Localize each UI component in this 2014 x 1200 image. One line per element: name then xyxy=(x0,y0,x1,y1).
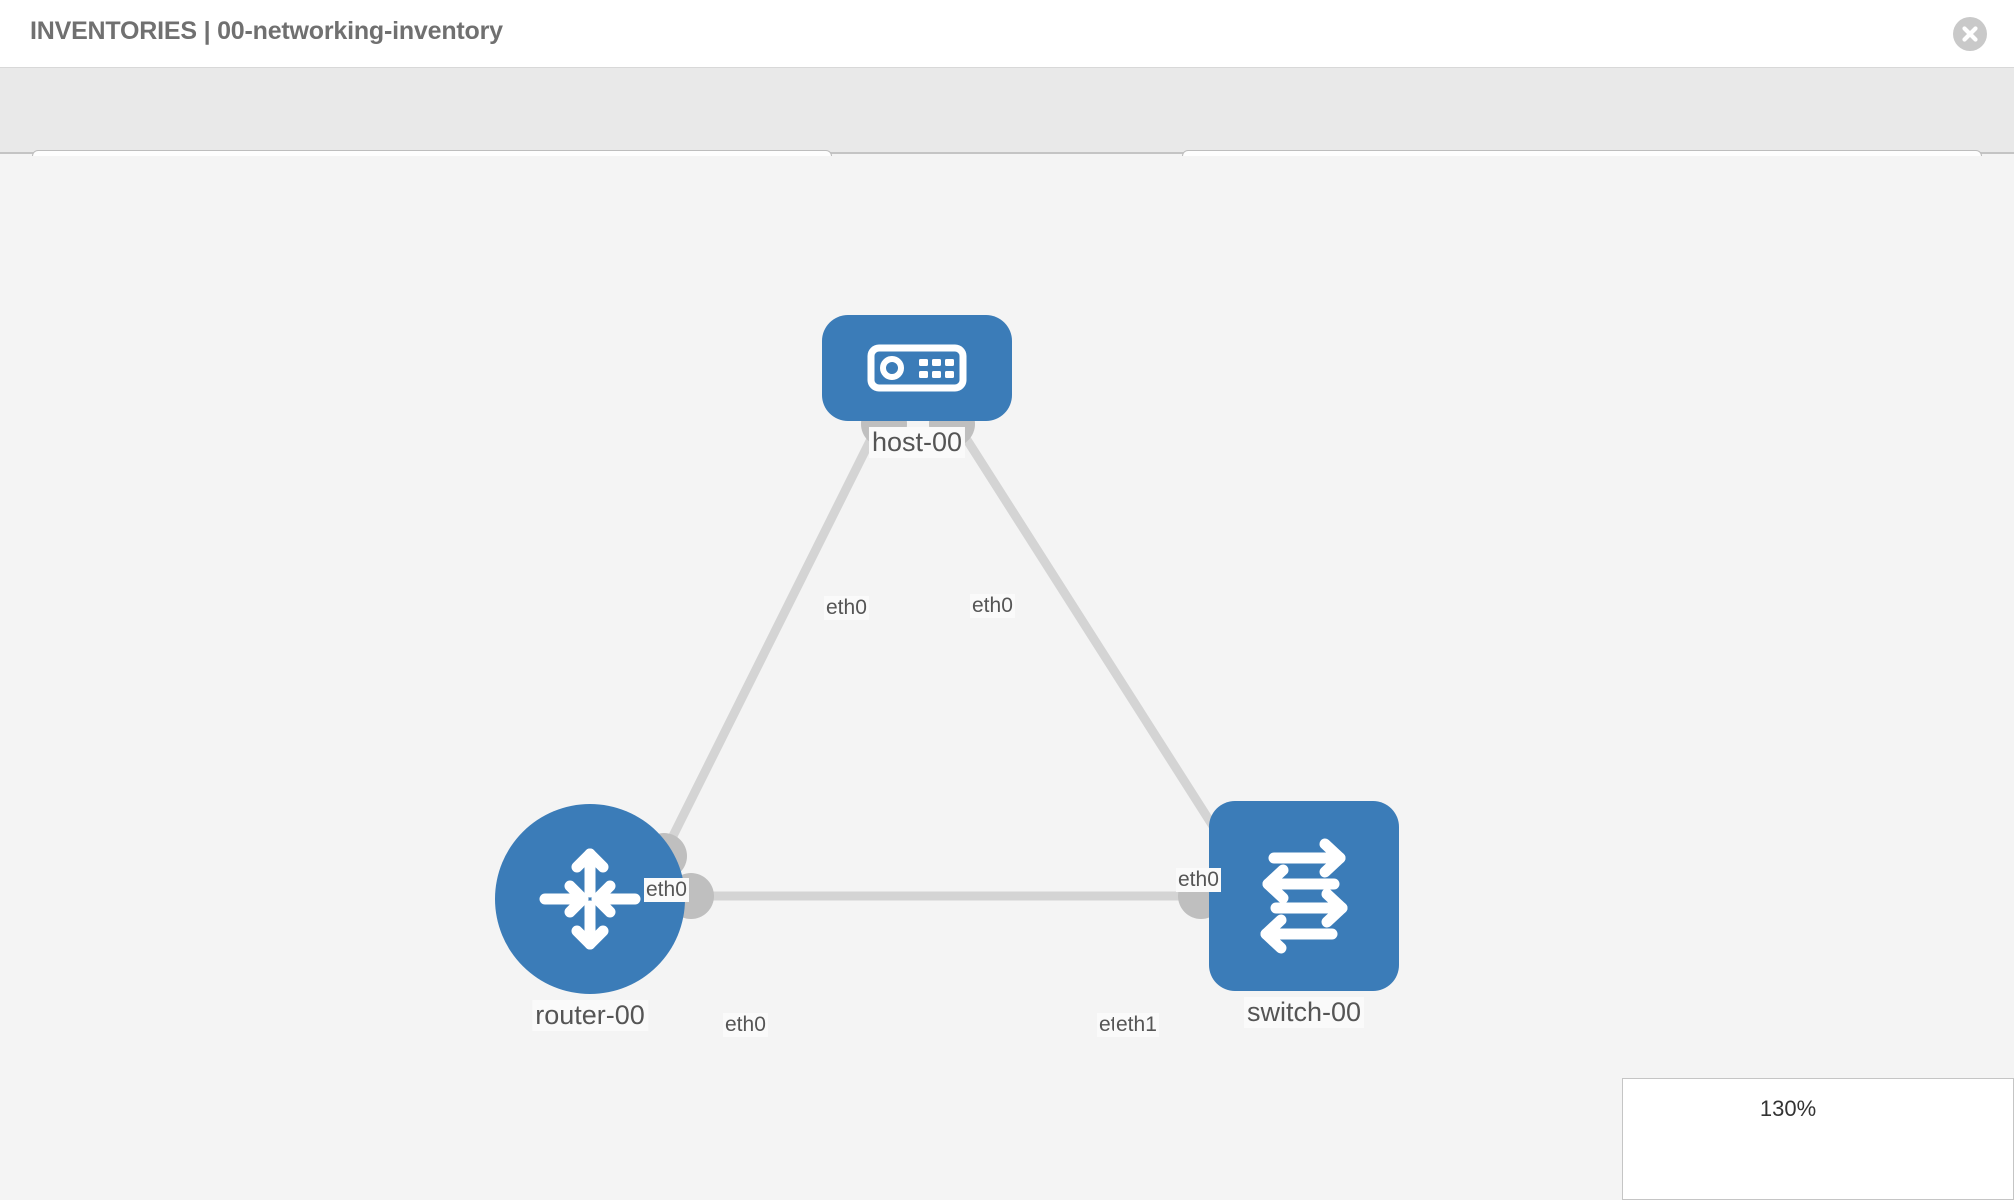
node-host-00-shape xyxy=(822,315,1012,421)
topology-canvas[interactable]: host-00 xyxy=(0,156,2014,1200)
edge-label-host-eth0-left: eth0 xyxy=(824,596,869,620)
edge-connectors xyxy=(641,401,1255,919)
node-switch-00-label: switch-00 xyxy=(1243,997,1365,1028)
node-switch-00-shape xyxy=(1209,801,1399,991)
node-host-00[interactable]: host-00 xyxy=(822,315,1012,458)
edge-label-router-uplink-eth0: eth0 xyxy=(644,878,689,902)
topology-edges xyxy=(641,401,1255,919)
edge-label-host-eth0-right: eth0 xyxy=(970,594,1015,618)
zoom-level-label: 130% xyxy=(1759,1096,1817,1121)
page-title: INVENTORIES | 00-networking-inventory xyxy=(30,17,503,45)
page-header: INVENTORIES | 00-networking-inventory xyxy=(0,0,2014,68)
node-host-00-label: host-00 xyxy=(868,427,966,458)
edge-lines xyxy=(655,418,1236,901)
toolbar: ACTIONS SEARCH xyxy=(0,68,2014,201)
edge-label-router-eth0: eth0 xyxy=(723,1013,768,1037)
server-icon xyxy=(867,344,967,392)
router-arrows-icon xyxy=(539,848,641,950)
edge-host-router xyxy=(655,418,885,865)
zoom-control-panel: 130% xyxy=(1622,1078,2014,1200)
node-switch-00[interactable]: switch-00 xyxy=(1209,801,1399,1028)
edge-label-switch-uplink-eth0: eth0 xyxy=(1176,868,1221,892)
edge-host-switch xyxy=(951,418,1236,859)
switch-arrows-icon xyxy=(1260,838,1348,954)
edge-label-switch-eth1: eth1 xyxy=(1114,1013,1159,1037)
close-icon[interactable] xyxy=(1953,17,1987,51)
node-router-00-label: router-00 xyxy=(532,1000,648,1031)
